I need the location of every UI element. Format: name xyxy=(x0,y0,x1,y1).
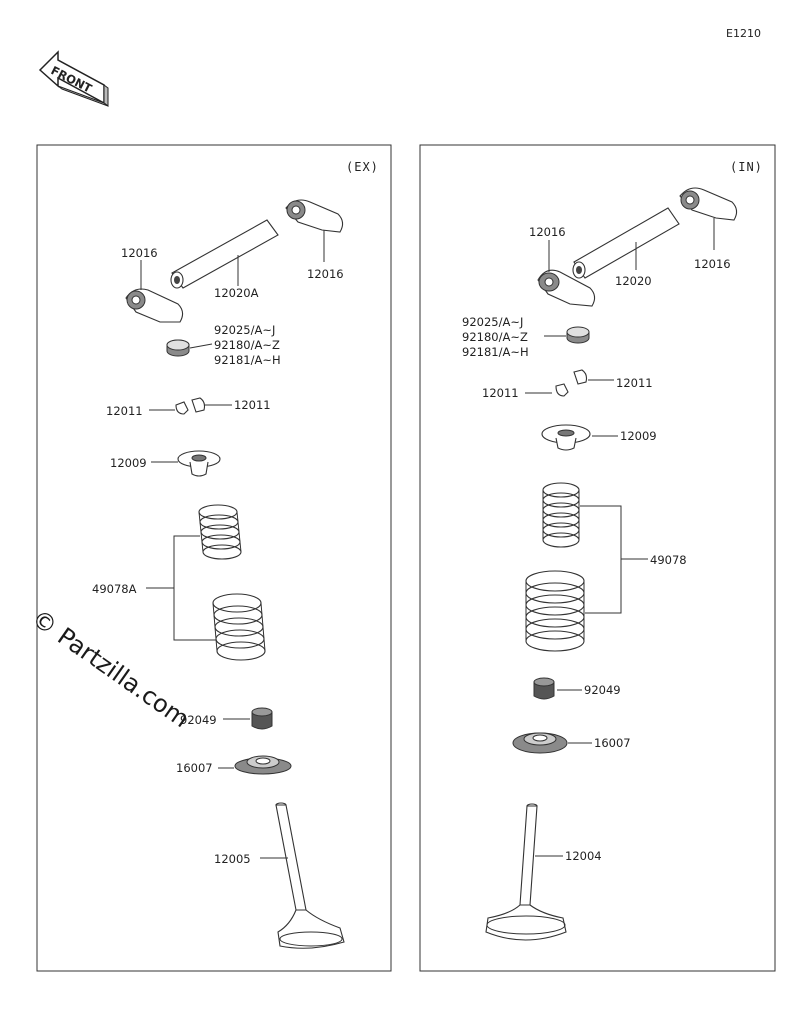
rocker-shaft xyxy=(572,207,680,279)
part-label-shim-2: 92180/A~Z xyxy=(214,338,280,352)
part-label-springs: 49078 xyxy=(650,553,687,567)
part-label-rocker-right: 12016 xyxy=(694,257,731,271)
spring-seat xyxy=(234,755,292,775)
part-label-shim-3: 92181/A~H xyxy=(462,345,529,359)
panel-exhaust: (EX) 12020A 12016 12016 xyxy=(36,144,392,972)
part-label-rocker-left: 12016 xyxy=(121,246,158,260)
part-label-shim-1: 92025/A~J xyxy=(462,315,523,329)
watermark: © Partzilla.com xyxy=(27,604,195,733)
panel-frame xyxy=(419,144,776,972)
leader-bracket xyxy=(173,535,216,641)
valve-keepers xyxy=(175,397,206,415)
rocker-arm-right xyxy=(285,199,344,233)
part-label-valve: 12005 xyxy=(214,852,251,866)
part-label-spring-seat: 16007 xyxy=(176,761,213,775)
part-label-shim-3: 92181/A~H xyxy=(214,353,281,367)
rocker-arm-left xyxy=(125,288,184,323)
part-label-seal: 92049 xyxy=(584,683,621,697)
part-label-valve: 12004 xyxy=(565,849,602,863)
valve-stem-seal xyxy=(251,707,273,730)
part-label-shaft: 12020A xyxy=(214,286,259,300)
panel-tag: (IN) xyxy=(730,160,763,174)
shim xyxy=(166,339,190,357)
outer-spring xyxy=(212,593,266,661)
leader-line xyxy=(189,343,213,349)
part-label-shim-2: 92180/A~Z xyxy=(462,330,528,344)
part-label-keeper-left: 12011 xyxy=(482,386,519,400)
valve-keepers xyxy=(555,369,588,397)
panel-frame xyxy=(36,144,392,972)
part-label-rocker-right: 12016 xyxy=(307,267,344,281)
outer-spring xyxy=(525,570,585,652)
part-label-spring-seat: 16007 xyxy=(594,736,631,750)
leader-bracket xyxy=(580,505,622,614)
panel-tag: (EX) xyxy=(346,160,379,174)
spring-seat xyxy=(512,732,568,754)
intake-valve xyxy=(485,803,567,941)
inner-spring xyxy=(198,504,242,560)
spring-retainer xyxy=(541,424,591,451)
panel-intake: (IN) 12020 12016 12016 xyxy=(419,144,776,972)
part-label-springs: 49078A xyxy=(92,582,137,596)
part-label-keeper-right: 12011 xyxy=(234,398,271,412)
exhaust-valve xyxy=(275,802,345,949)
front-arrow-icon: FRONT xyxy=(38,50,109,107)
part-label-shim-1: 92025/A~J xyxy=(214,323,275,337)
rocker-arm-right xyxy=(679,187,738,221)
part-label-keeper-left: 12011 xyxy=(106,404,143,418)
diagram-code: E1210 xyxy=(726,27,761,40)
part-label-rocker-left: 12016 xyxy=(529,225,566,239)
shim xyxy=(566,326,590,344)
part-label-keeper-right: 12011 xyxy=(616,376,653,390)
inner-spring xyxy=(542,482,580,548)
part-label-shaft: 12020 xyxy=(615,274,652,288)
part-label-seal: 92049 xyxy=(180,713,217,727)
rocker-arm-left xyxy=(537,269,596,307)
part-label-retainer: 12009 xyxy=(110,456,147,470)
valve-stem-seal xyxy=(533,677,555,700)
part-label-retainer: 12009 xyxy=(620,429,657,443)
rocker-shaft xyxy=(170,219,279,289)
spring-retainer xyxy=(177,450,221,477)
